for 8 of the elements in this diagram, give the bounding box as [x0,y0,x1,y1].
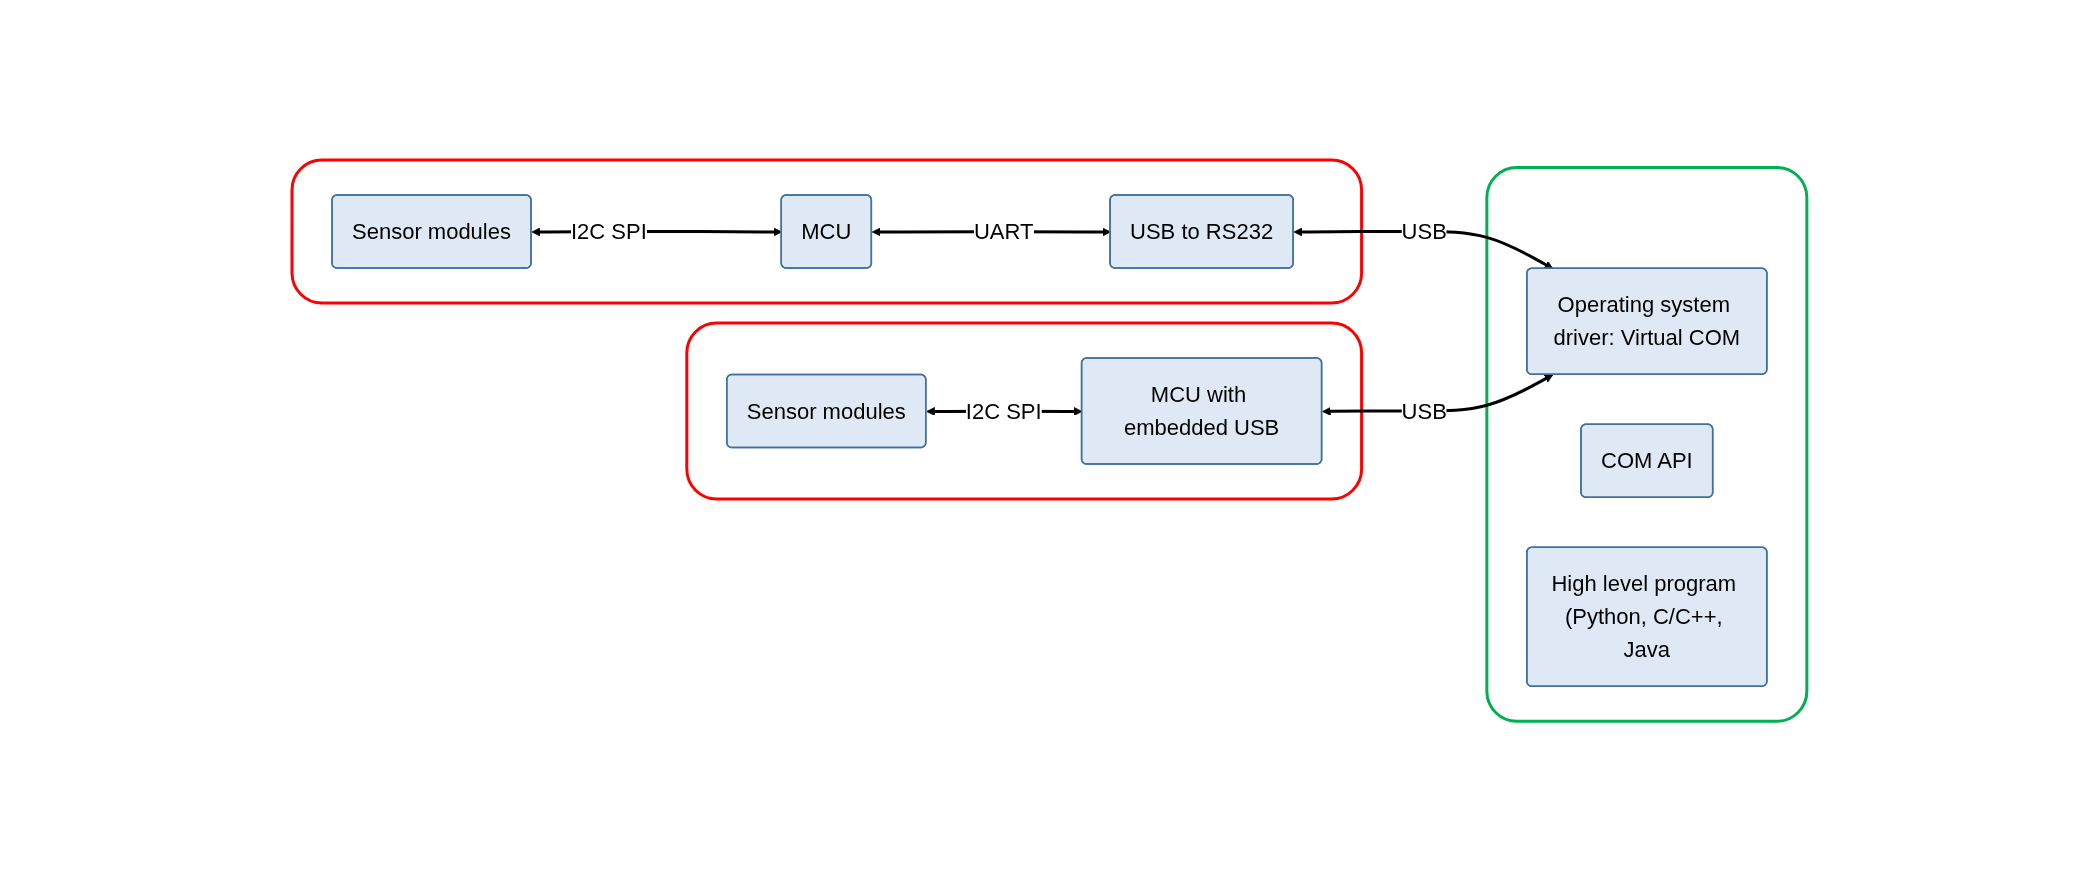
edge-label: USB [1401,219,1447,245]
cluster [290,158,1364,305]
edge-label: I2C SPI [965,398,1042,424]
edge-label: UART [974,219,1034,245]
cluster [685,321,1364,501]
edge-label: USB [1401,398,1447,424]
cluster [1485,166,1809,724]
edge-label: I2C SPI [571,219,647,245]
